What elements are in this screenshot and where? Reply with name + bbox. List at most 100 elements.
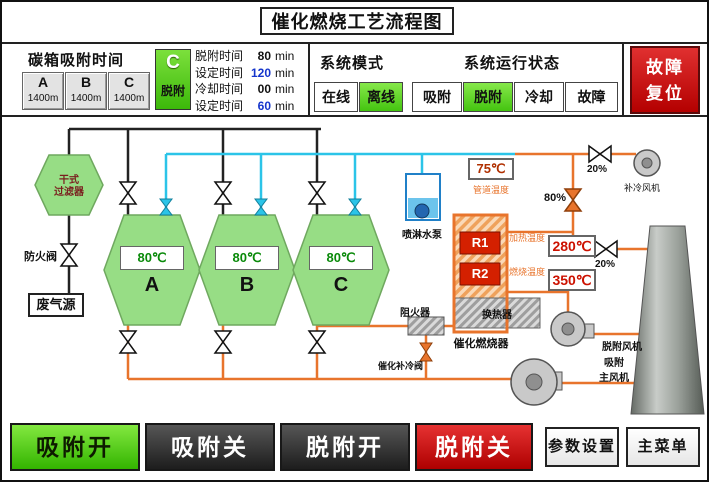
carbon-box-c: C 1400m xyxy=(108,72,150,110)
fault-reset-line1: 故障 xyxy=(646,58,684,77)
status-adsorb[interactable]: 吸附 xyxy=(412,82,462,112)
mode-online[interactable]: 在线 xyxy=(314,82,358,112)
valve-icons xyxy=(59,144,618,362)
timer-value: 60 xyxy=(257,98,271,113)
pipe-temp-label: 管道温度 xyxy=(472,185,509,195)
active-box-name: C xyxy=(166,52,180,73)
burning-temp-value: 350℃ xyxy=(548,269,596,291)
dry-filter-label-2: 过滤器 xyxy=(54,187,84,198)
active-carbon-box-indicator: C 脱附 xyxy=(155,49,191,110)
tank-c-shape xyxy=(292,214,390,326)
adsorb-off-button[interactable]: 吸附关 xyxy=(145,423,275,471)
panel-separator-1 xyxy=(308,43,310,115)
carbon-box-a-time: 1400m xyxy=(27,93,59,104)
heat-exchanger-label: 换热器 xyxy=(482,310,512,321)
main-fan-label-1: 吸附 xyxy=(604,358,624,369)
r1-indicator: R1 xyxy=(471,235,489,250)
timer-value: 120 xyxy=(250,65,271,80)
tank-b-temp: 80℃ xyxy=(215,246,279,270)
carbon-box-b: B 1400m xyxy=(65,72,107,110)
burning-temp-label: 燃烧温度 xyxy=(509,267,546,277)
timer-unit: min xyxy=(275,98,295,113)
carbon-box-b-name: B xyxy=(80,74,92,90)
timer-row: 脱附时间 80 min xyxy=(195,48,307,65)
status-fault[interactable]: 故障 xyxy=(565,82,618,112)
timer-unit: min xyxy=(275,65,295,80)
valve-20-mid-icon xyxy=(594,239,618,259)
timer-row: 设定时间 120 min xyxy=(195,65,307,82)
timer-label: 脱附时间 xyxy=(195,49,244,63)
tank-c-temp: 80℃ xyxy=(309,246,373,270)
tank-c-outlet-valve-icon xyxy=(307,330,327,354)
cool-fan-label: 补冷风机 xyxy=(624,183,661,193)
carbon-box-b-time: 1400m xyxy=(70,93,102,104)
active-box-mode: 脱附 xyxy=(160,84,185,98)
catalytic-cool-valve-icon xyxy=(419,342,433,362)
header-divider xyxy=(2,42,707,44)
tank-a-shape xyxy=(103,214,201,326)
fire-valve-icon xyxy=(59,243,79,267)
main-fan-label: 吸附 主风机 xyxy=(586,354,642,384)
heating-temp-label: 加热温度 xyxy=(509,233,546,243)
params-button[interactable]: 参数设置 xyxy=(545,427,619,467)
timer-label: 冷却时间 xyxy=(195,82,244,96)
mode-offline[interactable]: 离线 xyxy=(359,82,403,112)
fire-valve-label: 防火阀 xyxy=(24,251,57,263)
cool-fan-icon xyxy=(633,149,661,177)
tank-b-name: B xyxy=(239,274,255,296)
desorb-fan-label: 脱附风机 xyxy=(602,342,642,353)
panel-separator-2 xyxy=(622,43,624,115)
catalytic-cool-valve-label: 催化补冷阀 xyxy=(378,361,424,371)
r2-indicator-shape xyxy=(459,262,501,286)
status-desorb[interactable]: 脱附 xyxy=(463,82,513,112)
tank-a-temp: 80℃ xyxy=(120,246,184,270)
desorb-off-button[interactable]: 脱附关 xyxy=(415,423,533,471)
flame-arrester-shape xyxy=(407,316,445,336)
system-mode-title: 系统模式 xyxy=(320,55,385,72)
pipes-raw-gas xyxy=(67,127,321,294)
chimney-shape xyxy=(630,225,705,415)
main-fan-label-2: 主风机 xyxy=(599,373,629,384)
fault-reset-line2: 复位 xyxy=(646,84,684,104)
carbon-box-a-name: A xyxy=(37,74,49,90)
system-status-title: 系统运行状态 xyxy=(464,55,561,72)
carbon-panel-title: 碳箱吸附时间 xyxy=(28,52,125,69)
combustor-shape xyxy=(454,215,507,298)
tank-c-spray-valve-icon xyxy=(348,198,362,216)
carbon-box-c-time: 1400m xyxy=(113,93,145,104)
desorb-fan-icon xyxy=(550,311,595,347)
tank-c-inlet-valve-icon xyxy=(307,181,327,205)
carbon-box-a: A 1400m xyxy=(22,72,64,110)
timer-readouts: 脱附时间 80 min 设定时间 120 min 冷却时间 00 min 设定时… xyxy=(195,48,307,114)
timer-label: 设定时间 xyxy=(195,98,244,113)
carbon-box-c-name: C xyxy=(123,74,135,90)
desorb-on-button[interactable]: 脱附开 xyxy=(280,423,410,471)
status-cooling[interactable]: 冷却 xyxy=(514,82,564,112)
tank-b-outlet-valve-icon xyxy=(213,330,233,354)
r1-indicator-shape xyxy=(459,231,501,255)
spray-pump-icon xyxy=(405,173,441,221)
valve-20-mid-label: 20% xyxy=(595,259,616,270)
tank-b-inlet-valve-icon xyxy=(213,181,233,205)
valve-80-label: 80% xyxy=(544,192,567,204)
valve-20-top-label: 20% xyxy=(587,164,608,175)
tank-b-shape xyxy=(198,214,296,326)
adsorb-on-button[interactable]: 吸附开 xyxy=(10,423,140,471)
fault-reset-button[interactable]: 故障 复位 xyxy=(630,46,700,114)
tank-a-outlet-valve-icon xyxy=(118,330,138,354)
heating-temp-value: 280℃ xyxy=(548,235,596,257)
waste-gas-source-label: 废气源 xyxy=(28,293,84,317)
tank-c-name: C xyxy=(333,274,349,296)
timer-label: 设定时间 xyxy=(195,65,244,80)
dry-filter-shape xyxy=(34,154,104,216)
timer-row: 设定时间 60 min xyxy=(195,98,307,115)
timer-value: 00 xyxy=(257,82,271,96)
main-menu-button[interactable]: 主菜单 xyxy=(626,427,700,467)
r2-indicator: R2 xyxy=(471,266,489,281)
page-title: 催化燃烧工艺流程图 xyxy=(260,7,454,35)
valve-20-top-icon xyxy=(588,144,612,164)
timer-row: 冷却时间 00 min xyxy=(195,81,307,98)
timer-unit: min xyxy=(275,49,295,63)
